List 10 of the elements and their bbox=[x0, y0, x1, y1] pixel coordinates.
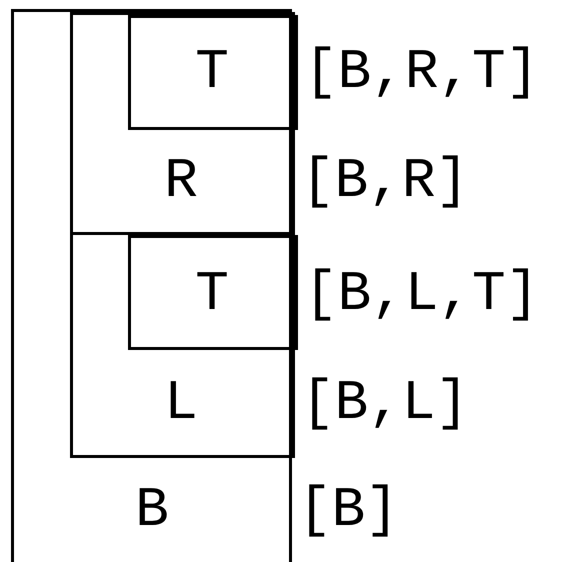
path-label: [B,L,T] bbox=[304, 266, 540, 322]
frame-label: R bbox=[164, 153, 198, 209]
frame-label: T bbox=[195, 266, 229, 322]
frame-label: T bbox=[195, 44, 229, 100]
path-label: [B,R,T] bbox=[304, 44, 540, 100]
path-label: [B] bbox=[298, 482, 399, 538]
path-label: [B,L] bbox=[301, 375, 470, 431]
path-label: [B,R] bbox=[301, 153, 470, 209]
frame-label: L bbox=[164, 375, 198, 431]
frame-label: B bbox=[135, 482, 169, 538]
